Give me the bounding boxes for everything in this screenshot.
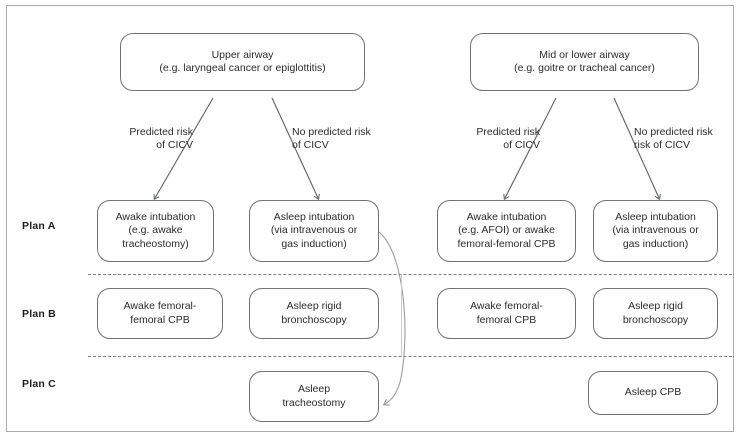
branch-label-right-no-predicted-line2: risk of CICV — [634, 139, 691, 151]
branch-label-left-predicted: Predicted risk of CICV — [83, 126, 193, 152]
node-plan-b-asleep-bronch-right-line2: bronchoscopy — [622, 313, 689, 326]
node-upper-airway-line2: (e.g. laryngeal cancer or epiglottitis) — [159, 62, 326, 74]
branch-label-right-predicted: Predicted risk of CICV — [430, 126, 540, 152]
node-plan-a-asleep-left[interactable]: Asleep intubation (via intravenous or ga… — [249, 200, 379, 262]
node-upper-airway[interactable]: Upper airway (e.g. laryngeal cancer or e… — [120, 33, 365, 91]
plan-label-a: Plan A — [22, 220, 56, 232]
branch-label-left-no-predicted-line2: of CICV — [292, 139, 329, 151]
branch-label-left-no-predicted-line1: No predicted risk — [292, 126, 371, 138]
node-plan-a-asleep-left-line1: Asleep intubation — [273, 211, 355, 224]
node-plan-a-awake-tracheostomy-line1: Awake intubation — [115, 211, 196, 224]
node-plan-a-awake-tracheostomy-line3: tracheostomy) — [122, 237, 189, 250]
node-plan-a-awake-afoi-line1: Awake intubation — [466, 211, 547, 224]
divider-plan-a-b — [88, 274, 732, 275]
node-plan-a-awake-afoi[interactable]: Awake intubation (e.g. AFOI) or awake fe… — [437, 200, 576, 262]
node-plan-c-asleep-tracheostomy-line2: tracheostomy — [282, 396, 346, 409]
plan-label-b: Plan B — [22, 308, 56, 320]
node-plan-b-awake-cpb-right-line2: femoral CPB — [476, 313, 537, 326]
node-plan-b-asleep-bronch-right-line1: Asleep rigid — [628, 300, 683, 313]
node-plan-b-awake-cpb-left-line2: femoral CPB — [130, 313, 190, 326]
node-plan-c-asleep-tracheostomy[interactable]: Asleep tracheostomy — [249, 371, 379, 422]
node-plan-b-asleep-bronch-left[interactable]: Asleep rigid bronchoscopy — [249, 288, 379, 339]
node-plan-a-awake-tracheostomy-line2: (e.g. awake — [128, 224, 183, 237]
node-plan-b-awake-cpb-left-line1: Awake femoral- — [123, 300, 197, 313]
connector-asleep-to-tracheostomy — [378, 231, 406, 406]
node-plan-a-asleep-right-line2: (via intravenous or — [612, 224, 699, 237]
branch-label-left-no-predicted: No predicted risk of CICV — [292, 126, 412, 152]
node-plan-c-asleep-tracheostomy-line1: Asleep — [297, 383, 331, 396]
branch-label-right-predicted-line1: Predicted risk — [476, 126, 540, 138]
divider-plan-b-c — [88, 356, 732, 357]
connector-mid-left — [503, 97, 557, 201]
branch-label-right-no-predicted: No predicted risk risk of CICV — [634, 126, 739, 152]
branch-label-left-predicted-line1: Predicted risk — [129, 126, 193, 138]
node-mid-lower-airway-line2: (e.g. goitre or tracheal cancer) — [514, 62, 655, 74]
node-plan-a-asleep-right-line1: Asleep intubation — [615, 211, 696, 224]
node-plan-b-asleep-bronch-left-line1: Asleep rigid — [286, 300, 342, 313]
branch-label-left-predicted-line2: of CICV — [156, 139, 193, 151]
node-plan-c-asleep-cpb[interactable]: Asleep CPB — [588, 371, 718, 415]
node-mid-lower-airway[interactable]: Mid or lower airway (e.g. goitre or trac… — [470, 33, 699, 91]
node-plan-a-awake-tracheostomy[interactable]: Awake intubation (e.g. awake tracheostom… — [97, 200, 214, 262]
node-mid-lower-airway-line1: Mid or lower airway — [539, 48, 630, 61]
node-plan-a-asleep-left-line3: gas induction) — [281, 237, 347, 250]
connector-upper-left — [153, 97, 214, 201]
connector-mid-right — [613, 97, 661, 201]
node-plan-a-asleep-right-line3: gas induction) — [622, 237, 689, 250]
node-plan-a-awake-afoi-line2: (e.g. AFOI) or awake — [458, 224, 555, 237]
branch-label-right-no-predicted-line1: No predicted risk — [634, 126, 713, 138]
connector-upper-right — [271, 97, 320, 201]
branch-label-right-predicted-line2: of CICV — [503, 139, 540, 151]
node-plan-a-asleep-left-line2: (via intravenous or — [270, 224, 358, 237]
column-group-separator — [401, 274, 402, 356]
node-plan-b-awake-cpb-right[interactable]: Awake femoral- femoral CPB — [437, 288, 576, 339]
plan-label-c: Plan C — [22, 378, 56, 390]
node-plan-b-asleep-bronch-right[interactable]: Asleep rigid bronchoscopy — [593, 288, 718, 339]
node-plan-b-awake-cpb-right-line1: Awake femoral- — [470, 300, 543, 313]
node-plan-b-awake-cpb-left[interactable]: Awake femoral- femoral CPB — [97, 288, 223, 339]
node-plan-a-awake-afoi-line3: femoral-femoral CPB — [457, 237, 556, 250]
node-plan-b-asleep-bronch-left-line2: bronchoscopy — [281, 313, 347, 326]
node-upper-airway-line1: Upper airway — [211, 48, 274, 61]
node-plan-c-asleep-cpb-line1: Asleep CPB — [624, 386, 682, 399]
node-plan-a-asleep-right[interactable]: Asleep intubation (via intravenous or ga… — [593, 200, 718, 262]
